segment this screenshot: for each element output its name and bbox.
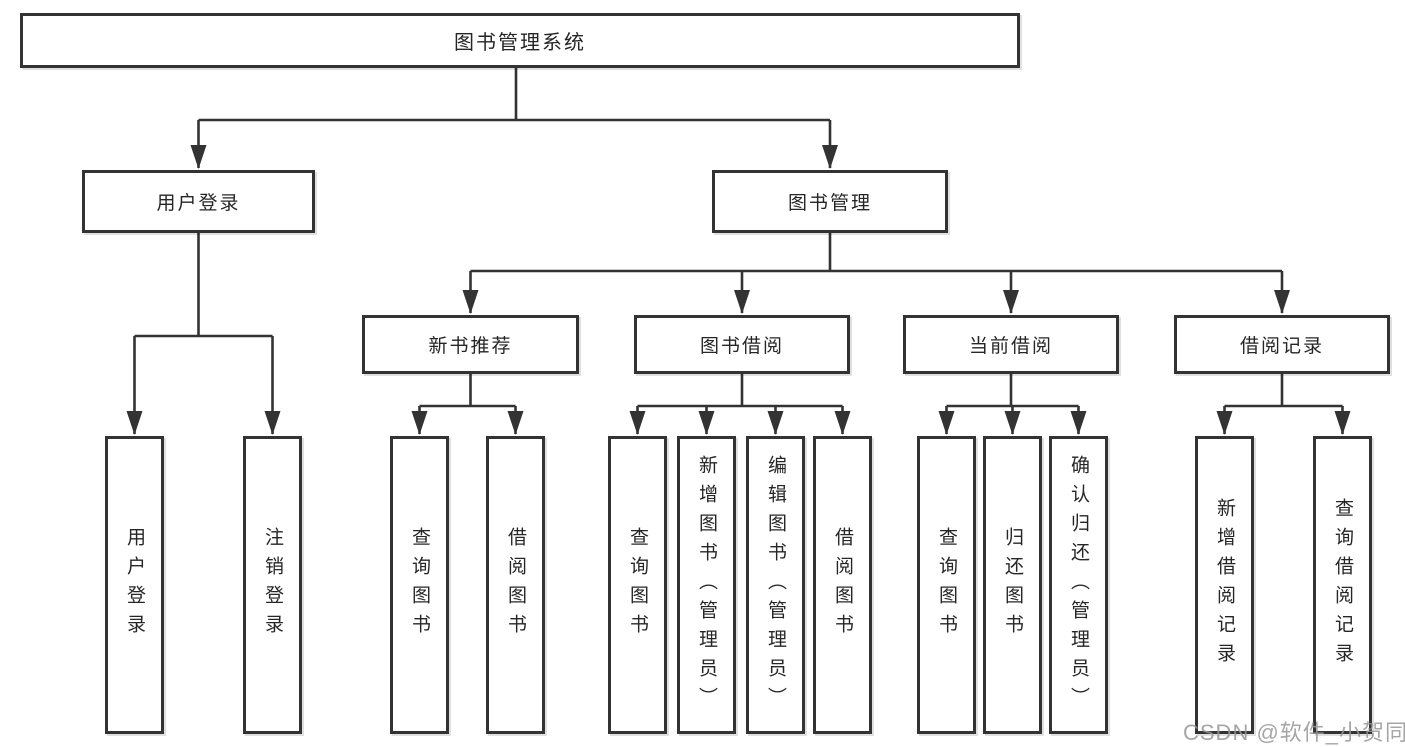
- leaf-records-query-borrow-record: 查询借阅记录: [1313, 436, 1372, 734]
- node-label: 借阅图书: [505, 527, 526, 643]
- leaf-recommend-borrow-books: 借阅图书: [486, 436, 545, 734]
- leaf-borrow-edit-books-admin: 编辑图书（管理员）: [746, 436, 805, 734]
- node-label: 查询借阅记录: [1332, 498, 1353, 672]
- node-label: 归还图书: [1002, 527, 1023, 643]
- node-label: 借阅图书: [832, 527, 853, 643]
- node-borrow-records: 借阅记录: [1174, 315, 1390, 374]
- node-current-borrow: 当前借阅: [903, 315, 1119, 374]
- node-label: 新书推荐: [428, 336, 513, 357]
- leaf-borrow-query-books: 查询图书: [608, 436, 667, 734]
- leaf-borrow-add-books-admin: 新增图书（管理员）: [677, 436, 736, 734]
- leaf-recommend-query-books: 查询图书: [390, 436, 449, 734]
- node-label: 注销登录: [262, 527, 283, 643]
- leaf-logout: 注销登录: [243, 436, 302, 734]
- node-label: 新增借阅记录: [1214, 498, 1235, 672]
- connector-trunks: [134, 68, 1343, 408]
- connector-section-arrows: [411, 406, 1351, 435]
- node-new-book-recommend: 新书推荐: [362, 315, 579, 374]
- node-label: 查询图书: [627, 527, 648, 643]
- csdn-watermark: CSDN @软件_小贺同学: [1183, 720, 1405, 745]
- leaf-current-query-books: 查询图书: [917, 436, 976, 734]
- node-root-library-system: 图书管理系统: [20, 13, 1020, 68]
- node-user-login: 用户登录: [82, 170, 315, 233]
- node-label: 编辑图书（管理员）: [765, 454, 786, 716]
- node-label: 用户登录: [124, 527, 145, 643]
- node-label: 查询图书: [409, 527, 430, 643]
- connector-root-arrows: [190, 120, 838, 169]
- node-book-management: 图书管理: [712, 170, 948, 233]
- node-label: 新增图书（管理员）: [696, 454, 717, 716]
- connector-book-mgmt-arrows: [462, 271, 1290, 314]
- node-label: 借阅记录: [1239, 336, 1324, 357]
- leaf-user-login: 用户登录: [105, 436, 164, 734]
- node-label: 图书借阅: [699, 336, 784, 357]
- leaf-current-return-books: 归还图书: [983, 436, 1042, 734]
- node-label: 确认归还（管理员）: [1068, 454, 1089, 716]
- node-label: 查询图书: [936, 527, 957, 643]
- node-label: 图书管理: [787, 193, 872, 214]
- node-book-borrow: 图书借阅: [634, 315, 850, 374]
- node-label: 当前借阅: [968, 336, 1053, 357]
- node-label: 图书管理系统: [454, 32, 586, 54]
- node-label: 用户登录: [156, 193, 241, 214]
- leaf-records-add-borrow-record: 新增借阅记录: [1195, 436, 1254, 734]
- leaf-borrow-borrow-books: 借阅图书: [813, 436, 872, 734]
- leaf-current-confirm-return-admin: 确认归还（管理员）: [1049, 436, 1108, 734]
- connector-user-login-arrows: [126, 336, 281, 435]
